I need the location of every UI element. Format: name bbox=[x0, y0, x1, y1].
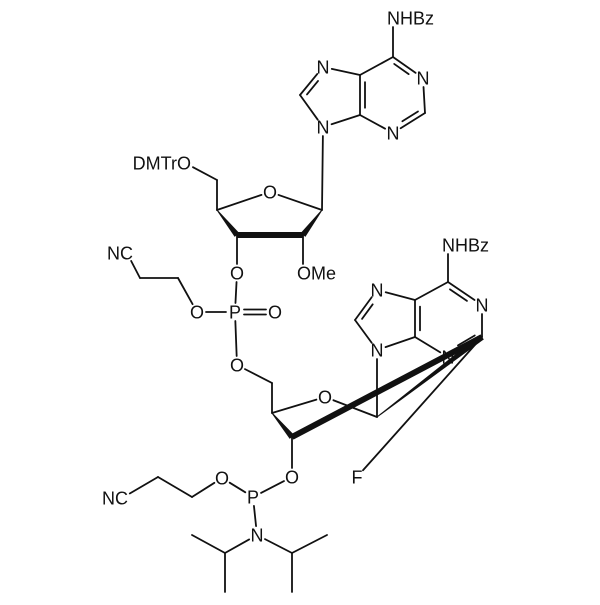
cyano-label-lower: NC bbox=[102, 489, 128, 509]
amine-n-label: N bbox=[251, 526, 264, 546]
upper-n1-label: N bbox=[417, 69, 430, 89]
bond bbox=[264, 538, 293, 554]
bond bbox=[277, 194, 323, 211]
bond bbox=[321, 135, 324, 211]
upper-n7-label: N bbox=[317, 58, 330, 78]
bond bbox=[157, 476, 193, 498]
bond bbox=[332, 399, 378, 418]
bond bbox=[128, 476, 159, 495]
bonds bbox=[128, 26, 484, 593]
bond bbox=[130, 260, 141, 279]
bond bbox=[330, 114, 361, 126]
bond bbox=[291, 534, 328, 554]
atom-labels: NHBz N N N N DMTrO O OMe O P O O NC O O … bbox=[102, 9, 489, 546]
double-bond-inner bbox=[393, 63, 410, 75]
wedge-bond bbox=[271, 412, 295, 439]
bond bbox=[414, 336, 442, 354]
phosphoramidite-ester-o-label: O bbox=[215, 469, 229, 489]
bond bbox=[359, 56, 394, 76]
bond bbox=[260, 480, 285, 494]
bond bbox=[191, 481, 216, 498]
bond bbox=[228, 481, 247, 494]
bond bbox=[384, 336, 416, 348]
bond bbox=[299, 73, 319, 96]
fluoro-label: F bbox=[352, 468, 363, 488]
bond bbox=[216, 193, 263, 211]
bold-bond bbox=[237, 232, 303, 238]
bond bbox=[299, 94, 319, 121]
phosphate-p-label: P bbox=[229, 303, 241, 323]
phosphate-double-o-label: O bbox=[268, 303, 282, 323]
bond bbox=[414, 281, 449, 301]
bond bbox=[422, 86, 426, 114]
bond bbox=[362, 336, 483, 472]
upper-n9-label: N bbox=[317, 118, 330, 138]
bond bbox=[384, 291, 416, 301]
bond bbox=[392, 56, 417, 74]
double-bond-inner bbox=[361, 303, 374, 320]
lower-nhbz-label: NHBz bbox=[442, 236, 489, 256]
lower-n3-label: N bbox=[442, 348, 455, 368]
upper-o3-label: O bbox=[230, 264, 244, 284]
lower-o3-label: O bbox=[285, 468, 299, 488]
wedge-bond bbox=[216, 209, 240, 237]
bold-bond bbox=[290, 334, 484, 440]
upper-ring-oxygen-label: O bbox=[263, 183, 277, 203]
phosphate-link-o-label: O bbox=[230, 356, 244, 376]
bond bbox=[192, 166, 218, 181]
bond bbox=[354, 319, 373, 344]
phosphate-ester-o-label: O bbox=[190, 303, 204, 323]
lower-n7-label: N bbox=[371, 281, 384, 301]
bond bbox=[244, 368, 273, 384]
phosphoramidite-p-label: P bbox=[247, 488, 259, 508]
dmtro-label: DMTrO bbox=[133, 154, 191, 174]
bond bbox=[271, 398, 318, 414]
bond bbox=[454, 336, 483, 354]
double-bond-inner bbox=[306, 80, 319, 96]
bond bbox=[191, 534, 226, 554]
bond bbox=[354, 296, 373, 321]
double-bond-inner bbox=[449, 288, 468, 302]
lower-n9-label: N bbox=[371, 341, 384, 361]
bond bbox=[234, 320, 238, 357]
bond bbox=[177, 277, 194, 306]
double-bond-inner bbox=[401, 110, 419, 123]
double-bond-inner bbox=[457, 334, 476, 347]
bond bbox=[234, 281, 238, 304]
lower-n1-label: N bbox=[476, 296, 489, 316]
lower-ring-oxygen-label: O bbox=[318, 388, 332, 408]
cyano-label-upper: NC bbox=[107, 244, 133, 264]
upper-n3-label: N bbox=[387, 124, 400, 144]
bond bbox=[330, 68, 361, 76]
bond bbox=[399, 112, 426, 130]
bond bbox=[253, 505, 257, 527]
bond bbox=[224, 538, 251, 554]
upper-nhbz-label: NHBz bbox=[387, 9, 434, 29]
bond bbox=[359, 114, 386, 130]
ome-label: OMe bbox=[297, 264, 336, 284]
wedge-bond bbox=[300, 209, 323, 237]
bond bbox=[447, 281, 476, 301]
wedge-bond bbox=[376, 334, 484, 418]
